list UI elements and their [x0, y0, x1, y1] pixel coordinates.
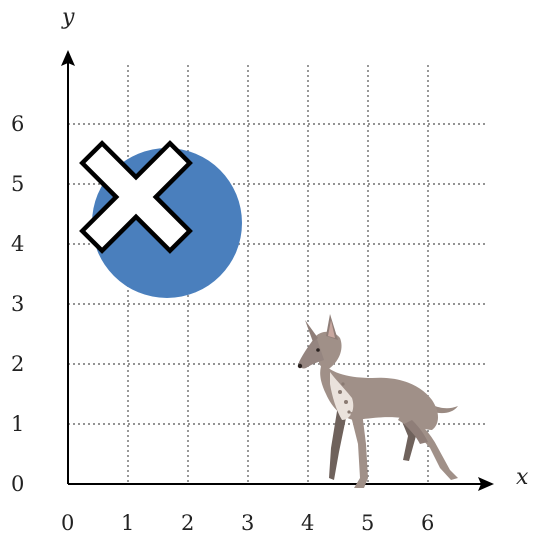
y-tick-labels: 0 1 2 3 4 5 6	[11, 112, 24, 496]
y-tick-5: 5	[11, 172, 24, 196]
y-tick-0: 0	[11, 472, 24, 496]
x-mark-icon	[79, 140, 193, 254]
x-tick-3: 3	[241, 511, 254, 535]
x-tick-1: 1	[121, 511, 134, 535]
y-tick-2: 2	[11, 352, 24, 376]
axes	[61, 50, 494, 491]
x-axis-label: x	[516, 465, 529, 490]
x-tick-labels: 0 1 2 3 4 5 6	[61, 511, 434, 535]
x-tick-5: 5	[361, 511, 374, 535]
x-tick-0: 0	[61, 511, 74, 535]
y-axis-arrow	[61, 50, 75, 66]
y-tick-6: 6	[11, 112, 24, 136]
dog-icon	[297, 314, 458, 488]
x-tick-4: 4	[301, 511, 314, 535]
y-tick-4: 4	[11, 232, 24, 256]
y-tick-1: 1	[11, 412, 24, 436]
x-axis-arrow	[478, 477, 494, 491]
x-tick-2: 2	[181, 511, 194, 535]
x-tick-6: 6	[421, 511, 434, 535]
y-axis-label: y	[61, 5, 75, 30]
y-tick-3: 3	[11, 292, 24, 316]
